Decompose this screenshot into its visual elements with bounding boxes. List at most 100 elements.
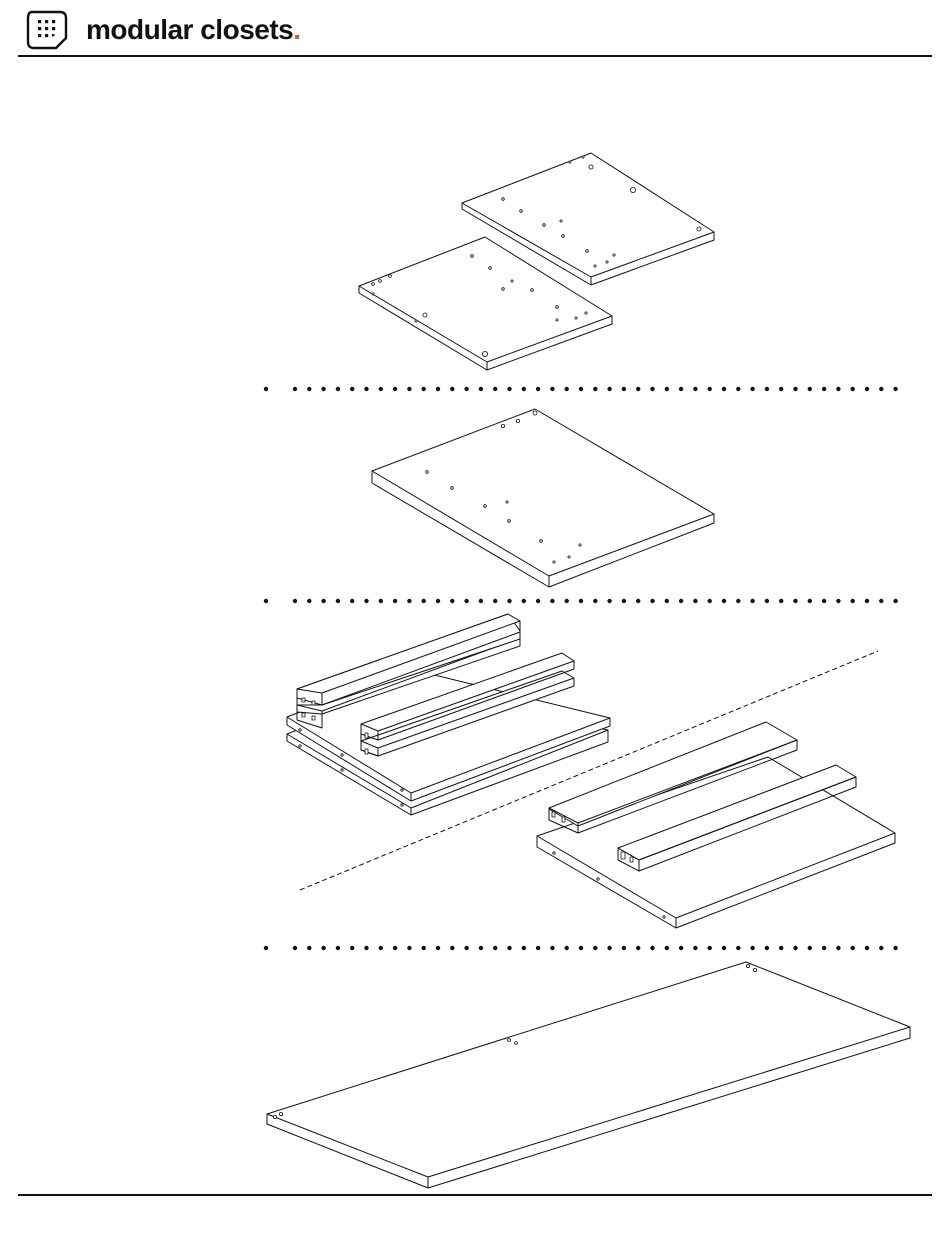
divider-dot bbox=[779, 946, 783, 950]
divider-dot bbox=[579, 387, 583, 391]
divider-dot bbox=[336, 599, 340, 603]
divider-dot bbox=[565, 387, 569, 391]
divider-dot bbox=[464, 946, 468, 950]
divider-dot bbox=[264, 599, 268, 603]
divider-dot bbox=[893, 946, 897, 950]
divider-dot bbox=[665, 599, 669, 603]
divider-dot bbox=[750, 946, 754, 950]
divider-dot bbox=[622, 946, 626, 950]
long-top-panel bbox=[267, 962, 910, 1188]
divider-dot bbox=[708, 599, 712, 603]
divider-dot bbox=[264, 387, 268, 391]
divider-dot bbox=[436, 599, 440, 603]
divider-dot bbox=[822, 599, 826, 603]
divider-dot bbox=[493, 387, 497, 391]
divider-dot bbox=[851, 387, 855, 391]
divider-dot bbox=[822, 946, 826, 950]
divider-dot bbox=[464, 599, 468, 603]
divider-dot bbox=[293, 946, 297, 950]
divider-dot bbox=[565, 946, 569, 950]
divider-dot bbox=[693, 946, 697, 950]
divider-dot bbox=[650, 946, 654, 950]
divider-dot bbox=[765, 599, 769, 603]
divider-dot bbox=[350, 599, 354, 603]
divider-dot bbox=[479, 599, 483, 603]
divider-dot bbox=[450, 387, 454, 391]
dotted-divider bbox=[264, 599, 898, 603]
divider-dot bbox=[636, 387, 640, 391]
divider-dot bbox=[665, 387, 669, 391]
divider-dot bbox=[522, 387, 526, 391]
divider-dot bbox=[393, 946, 397, 950]
divider-dot bbox=[264, 946, 268, 950]
divider-dot bbox=[779, 599, 783, 603]
divider-dot bbox=[307, 387, 311, 391]
divider-dot bbox=[879, 599, 883, 603]
divider-dot bbox=[593, 946, 597, 950]
divider-dot bbox=[422, 599, 426, 603]
divider-dot bbox=[865, 599, 869, 603]
divider-dot bbox=[693, 599, 697, 603]
divider-dot bbox=[550, 946, 554, 950]
divider-dot bbox=[336, 946, 340, 950]
divider-dot bbox=[536, 946, 540, 950]
divider-dot bbox=[607, 946, 611, 950]
dotted-divider bbox=[264, 387, 898, 391]
divider-dot bbox=[579, 946, 583, 950]
dotted-divider bbox=[264, 946, 898, 950]
large-panel bbox=[372, 409, 714, 587]
divider-dot bbox=[307, 599, 311, 603]
divider-dot bbox=[607, 387, 611, 391]
divider-dot bbox=[307, 946, 311, 950]
divider-dot bbox=[765, 946, 769, 950]
divider-dot bbox=[536, 599, 540, 603]
divider-dot bbox=[808, 599, 812, 603]
divider-dot bbox=[593, 599, 597, 603]
divider-dot bbox=[750, 387, 754, 391]
divider-dot bbox=[507, 387, 511, 391]
divider-dot bbox=[622, 599, 626, 603]
divider-dot bbox=[422, 387, 426, 391]
divider-dot bbox=[393, 387, 397, 391]
divider-dot bbox=[293, 599, 297, 603]
divider-dot bbox=[464, 387, 468, 391]
divider-dot bbox=[321, 599, 325, 603]
divider-dot bbox=[379, 946, 383, 950]
divider-dot bbox=[793, 599, 797, 603]
divider-dot bbox=[793, 387, 797, 391]
divider-dot bbox=[708, 946, 712, 950]
divider-dot bbox=[679, 599, 683, 603]
divider-dot bbox=[321, 387, 325, 391]
divider-dot bbox=[550, 387, 554, 391]
divider-dot bbox=[565, 599, 569, 603]
divider-dot bbox=[422, 946, 426, 950]
divider-dot bbox=[436, 387, 440, 391]
divider-dot bbox=[750, 599, 754, 603]
divider-dot bbox=[808, 387, 812, 391]
divider-dot bbox=[507, 946, 511, 950]
divider-dot bbox=[522, 946, 526, 950]
divider-dot bbox=[736, 946, 740, 950]
divider-dot bbox=[679, 387, 683, 391]
divider-dot bbox=[793, 946, 797, 950]
divider-dot bbox=[836, 599, 840, 603]
divider-dot bbox=[407, 946, 411, 950]
divider-dot bbox=[879, 946, 883, 950]
divider-dot bbox=[507, 599, 511, 603]
divider-dot bbox=[851, 946, 855, 950]
divider-dot bbox=[736, 599, 740, 603]
divider-dot bbox=[336, 387, 340, 391]
divider-dot bbox=[364, 946, 368, 950]
divider-dot bbox=[708, 387, 712, 391]
divider-dot bbox=[393, 599, 397, 603]
footer-rule bbox=[18, 1194, 932, 1196]
divider-dot bbox=[722, 387, 726, 391]
divider-dot bbox=[622, 387, 626, 391]
divider-dot bbox=[407, 387, 411, 391]
divider-dot bbox=[364, 599, 368, 603]
divider-dot bbox=[865, 946, 869, 950]
divider-dot bbox=[865, 387, 869, 391]
divider-dot bbox=[636, 599, 640, 603]
divider-dot bbox=[665, 946, 669, 950]
